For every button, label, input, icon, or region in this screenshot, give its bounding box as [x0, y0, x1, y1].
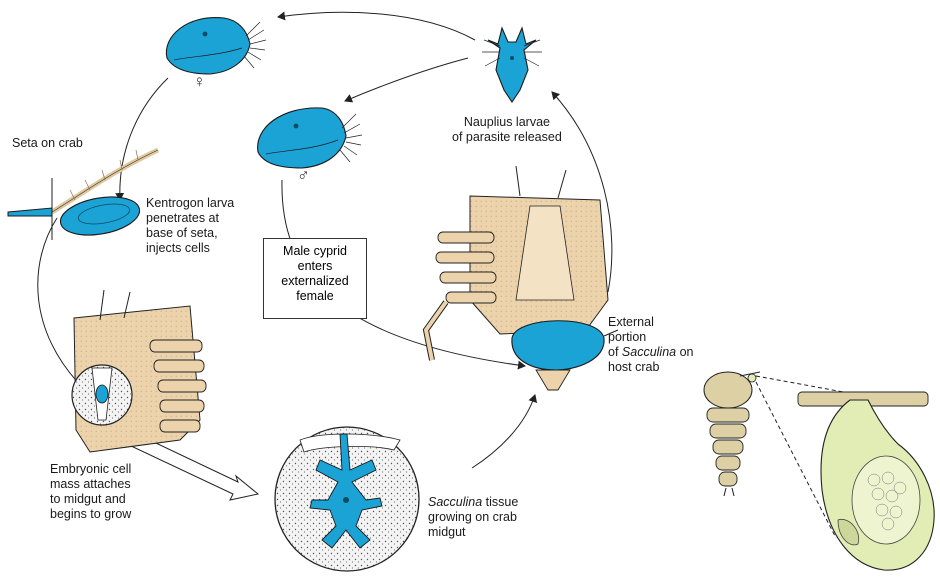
midgut-zoom-circle — [275, 427, 419, 571]
sacculina-external-portion — [512, 321, 604, 370]
female-cyprid — [166, 18, 266, 74]
kentrogon-label: Kentrogon larva penetrates at base of se… — [146, 196, 234, 256]
embryonic-label: Embryonic cell mass attaches to midgut a… — [50, 462, 131, 522]
crab-abdomen-tip — [536, 370, 570, 390]
nauplius-label: Nauplius larvae of parasite released — [452, 115, 562, 145]
cyprid-adult-sketch — [704, 372, 760, 496]
female-symbol: ♀ — [193, 72, 206, 92]
tissue-label: Sacculina tissue growing on crab midgut — [428, 495, 518, 540]
external-portion-label: External portion of Sacculina on host cr… — [608, 315, 694, 375]
crab-with-embryonic-cell-mass — [72, 290, 206, 452]
male-cyprid-box: Male cyprid enters externalized female — [263, 238, 367, 319]
arrow-tissue-to-external — [472, 395, 535, 468]
arrow-female-to-kentrogon — [120, 78, 168, 200]
injection-stylet — [8, 208, 52, 216]
nauplius-larva — [482, 28, 542, 102]
arrow-nauplius-to-male — [345, 58, 468, 101]
male-symbol: ♂ — [297, 166, 310, 186]
parasitic-cell-sketch — [798, 392, 934, 570]
seta-on-crab-label: Seta on crab — [12, 136, 83, 151]
male-cyprid — [258, 108, 362, 168]
arrow-nauplius-to-female — [278, 12, 475, 40]
